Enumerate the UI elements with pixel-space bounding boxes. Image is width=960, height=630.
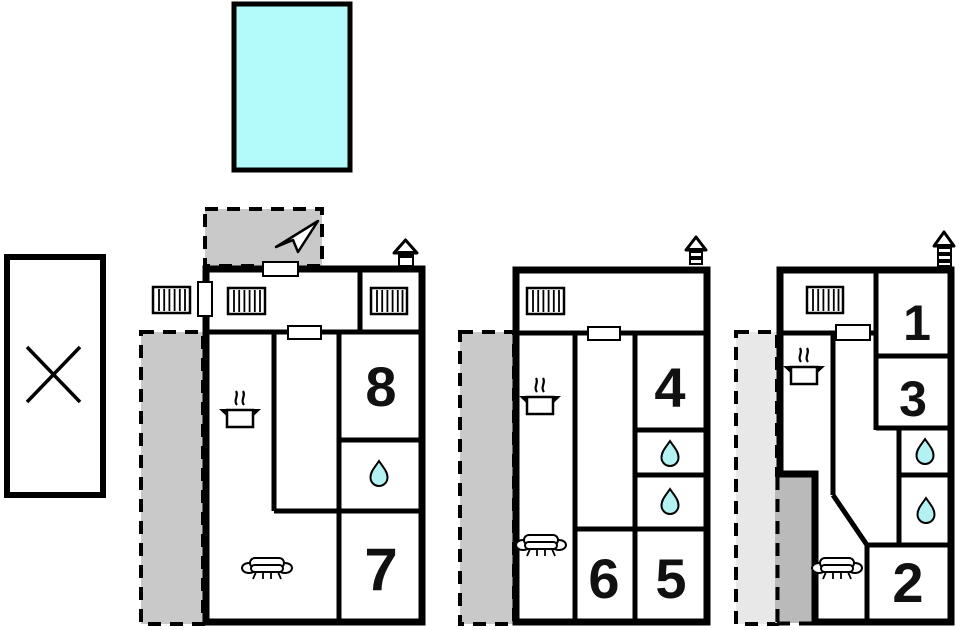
chimney-icon [932, 230, 956, 267]
radiator-fins [532, 290, 560, 312]
terrace-left-strip [458, 330, 516, 626]
cooking-pot-icon [783, 347, 825, 386]
building-1: 8 7 [139, 207, 426, 626]
swimming-pool [231, 1, 353, 173]
room-number-8: 8 [365, 355, 396, 418]
room-number-5: 5 [655, 547, 686, 610]
chimney-icon [392, 238, 419, 267]
radiator-icon [525, 286, 566, 316]
radiator-icon [369, 286, 409, 316]
radiator-icon [226, 286, 267, 316]
radiator-fins [158, 289, 186, 311]
radiator-fins [233, 290, 261, 312]
steam-lines [798, 347, 809, 363]
sofa-icon [241, 557, 293, 580]
cooking-pot-icon [519, 377, 561, 416]
sofa-icon [515, 534, 567, 557]
building-2: 4 6 5 [458, 235, 711, 626]
room-number-1: 1 [903, 295, 931, 351]
interior-walls [780, 270, 951, 622]
terrace-light-strip [734, 330, 779, 626]
exterior-walls [202, 265, 426, 626]
window [262, 261, 299, 277]
crossed-box [4, 254, 106, 498]
terrace-dark-strip [775, 477, 813, 623]
terrace-dark-dashed-edge [775, 477, 813, 626]
room-number-7: 7 [364, 536, 397, 603]
radiator-icon [151, 285, 192, 315]
radiator-fins [812, 289, 840, 311]
room-number-4: 4 [654, 356, 685, 419]
x-mark-icon [25, 345, 82, 404]
paper-plane-icon [274, 219, 320, 254]
room-number-6: 6 [588, 547, 619, 610]
steam-lines [234, 390, 245, 406]
terrace-left-strip [139, 330, 205, 626]
room-number-3: 3 [899, 371, 927, 427]
building-3: 1 3 2 [734, 230, 956, 626]
window [287, 325, 322, 340]
radiator-icon [805, 285, 845, 315]
radiator-fins [376, 290, 404, 312]
door [197, 281, 213, 317]
chimney-icon [684, 235, 708, 265]
cooking-pot-icon [219, 390, 261, 429]
crossed-box-outline [4, 254, 106, 498]
window [835, 324, 871, 341]
sofa-icon [811, 557, 863, 580]
window [587, 326, 621, 341]
steam-lines [534, 377, 545, 393]
room-number-2: 2 [892, 551, 923, 614]
